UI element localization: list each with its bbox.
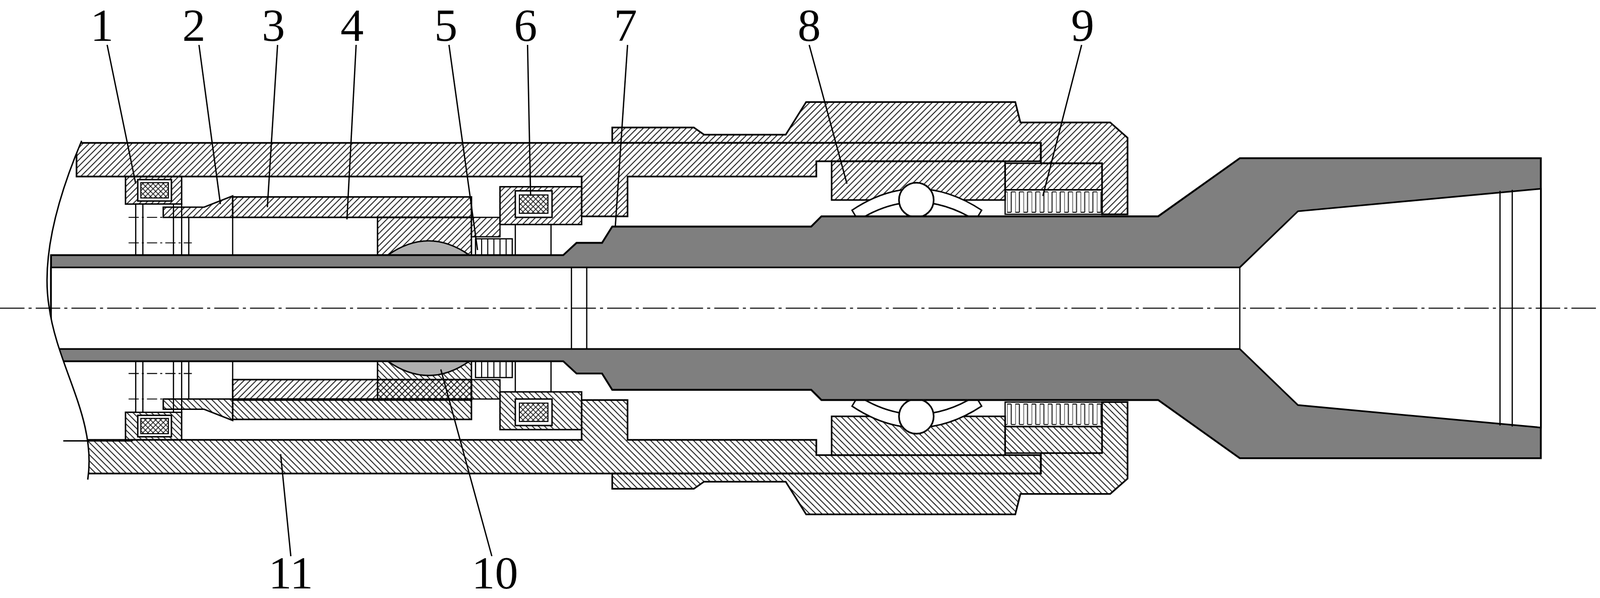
callout-number: 5	[434, 2, 458, 49]
drawing-part	[527, 44, 531, 197]
leader-lines	[106, 44, 1082, 557]
drawing-part	[106, 44, 136, 184]
callout-number: 1	[90, 2, 114, 49]
break-mask	[0, 0, 90, 598]
callout-number: 7	[613, 2, 637, 49]
drawing-part	[199, 44, 221, 205]
callout-number: 8	[797, 2, 821, 49]
drawing-part	[280, 454, 291, 557]
drawing-part	[346, 44, 357, 220]
drawing-part	[448, 44, 478, 251]
break-line	[46, 140, 90, 480]
drawing-part	[809, 44, 848, 184]
callout-number: 11	[268, 549, 314, 597]
drawing-part	[1042, 44, 1082, 197]
callout-number: 9	[1071, 2, 1095, 49]
callout-number: 2	[182, 2, 206, 49]
housing-line	[63, 440, 133, 442]
sleeve-part	[232, 379, 472, 400]
callout-number: 4	[340, 2, 364, 49]
drawing-part	[267, 44, 278, 208]
callout-number: 3	[261, 2, 285, 49]
callout-number: 10	[471, 549, 518, 597]
drawing-part	[440, 369, 492, 557]
center-line	[0, 307, 1600, 309]
callout-number: 6	[513, 2, 538, 49]
drawing-part	[615, 44, 628, 227]
